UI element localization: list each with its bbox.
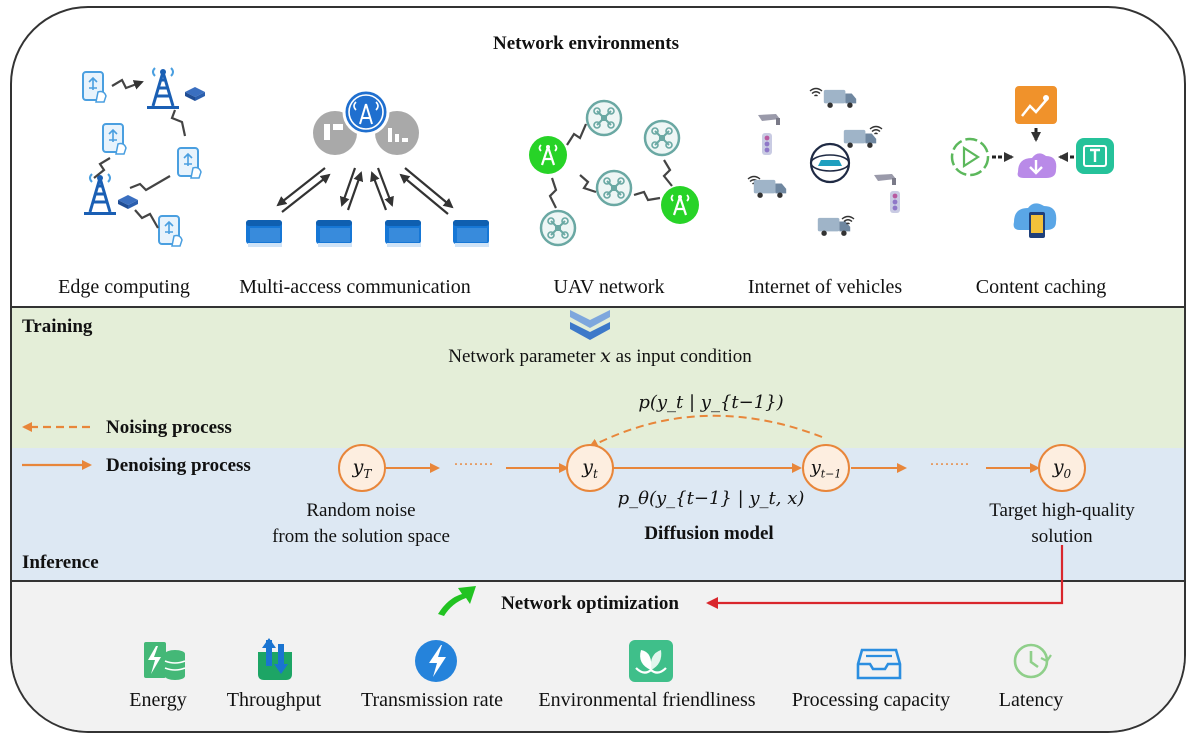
noising-legend-label: Noising process <box>106 417 232 438</box>
training-condition: Network parameter x as input condition <box>448 345 752 368</box>
green-up-arrow-icon <box>438 586 476 616</box>
target-solution-line1: Target high-quality <box>989 500 1135 521</box>
metric-label-latency: Latency <box>998 689 1064 711</box>
noising-curve-arrow <box>588 414 823 448</box>
internet-of-vehicles-icon <box>747 87 900 236</box>
condition-variable: x <box>600 345 611 367</box>
divider-top <box>12 306 1184 308</box>
network-optimization-label: Network optimization <box>501 593 679 614</box>
random-noise-line2: from the solution space <box>272 526 450 547</box>
diffusion-chain <box>338 414 1086 492</box>
forward-probability: p(y_t | y_{t−1}) <box>638 392 784 413</box>
chain-ellipsis-left: ........ <box>454 452 494 469</box>
env-label-content-caching: Content caching <box>975 276 1107 298</box>
condition-text-pre: Network parameter <box>448 346 601 367</box>
latency-icon <box>1013 643 1052 679</box>
metric-label-transmission-rate: Transmission rate <box>360 689 504 711</box>
processing-capacity-icon <box>856 648 902 680</box>
section-title: Network environments <box>493 33 679 54</box>
denoising-legend-label: Denoising process <box>106 455 251 476</box>
node-yt-1 <box>802 444 850 492</box>
metric-label-processing-capacity: Processing capacity <box>791 689 951 711</box>
uav-network-icon <box>528 99 700 247</box>
node-y0 <box>1038 444 1086 492</box>
node-yt-1-label: yt−1 <box>810 457 842 481</box>
divider-bottom <box>12 580 1184 582</box>
node-yt <box>566 444 614 492</box>
node-y0-label: y0 <box>1052 456 1072 481</box>
metric-label-environmental-friendliness: Environmental friendliness <box>538 689 756 711</box>
feedback-arrow <box>706 545 1064 609</box>
node-yT <box>338 444 386 492</box>
metric-label-energy: Energy <box>129 689 187 711</box>
diffusion-model-label: Diffusion model <box>644 523 774 544</box>
env-label-multi-access: Multi-access communication <box>239 276 471 298</box>
chain-ellipsis-right: ........ <box>930 452 970 469</box>
env-label-uav-network: UAV network <box>553 276 665 298</box>
env-label-internet-of-vehicles: Internet of vehicles <box>747 276 903 298</box>
node-yT-label: yT <box>352 456 372 481</box>
metric-label-throughput: Throughput <box>226 689 322 711</box>
target-solution-line2: solution <box>1031 526 1093 547</box>
training-label: Training <box>22 316 93 337</box>
environmental-friendliness-icon <box>629 640 673 682</box>
reverse-probability: p_θ(y_{t−1} | y_t, x) <box>617 488 805 509</box>
random-noise-line1: Random noise <box>306 500 416 521</box>
inference-label: Inference <box>22 552 99 573</box>
energy-icon <box>144 642 186 680</box>
content-caching-icon <box>950 86 1114 238</box>
optimization-band <box>12 582 1184 731</box>
throughput-icon <box>258 638 292 680</box>
condition-text-post: as input condition <box>610 346 752 367</box>
edge-computing-icon <box>82 66 205 247</box>
node-yt-label: yt <box>582 456 598 481</box>
env-label-edge-computing: Edge computing <box>58 276 190 298</box>
transmission-rate-icon <box>415 640 457 682</box>
chevron-down-icon <box>570 310 610 340</box>
multi-access-communication-icon <box>246 88 489 247</box>
